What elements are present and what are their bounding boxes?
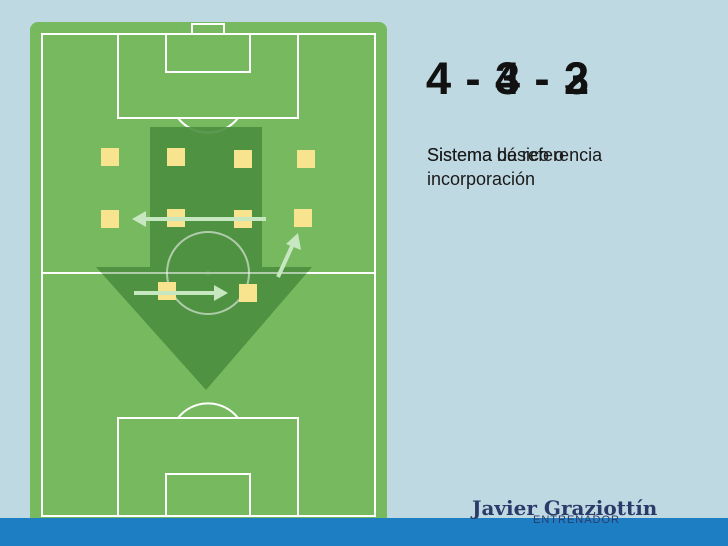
- move-arrow-up: [276, 243, 295, 278]
- player-token: [297, 150, 315, 168]
- footer-bar: [0, 518, 728, 546]
- player-token: [101, 148, 119, 166]
- formation-title-overlay: 4 - 3 - 3: [426, 53, 591, 104]
- attack-direction-arrow: [96, 127, 312, 390]
- bottom-goal-box: [165, 473, 251, 517]
- player-token: [294, 209, 312, 227]
- player-token: [239, 284, 257, 302]
- player-token: [234, 150, 252, 168]
- arrowhead-right-icon: [214, 285, 228, 301]
- formation-title-primary: 4 - 4 - 2: [426, 53, 591, 104]
- top-goal: [191, 23, 225, 35]
- player-token: [101, 210, 119, 228]
- bottom-penalty-arc: [177, 402, 239, 419]
- formation-description-primary: Sistema básico o incorporación: [427, 145, 565, 189]
- movement-arrows: [132, 211, 301, 301]
- football-pitch: [30, 22, 387, 528]
- brand-name: Javier Graziottín: [472, 496, 658, 520]
- arrowhead-up-icon: [286, 233, 301, 250]
- brand-role: ENTRENADOR: [533, 514, 621, 526]
- formation-description-overlay: Sistema de referencia: [427, 145, 603, 165]
- player-token: [167, 148, 185, 166]
- arrowhead-left-icon: [132, 211, 146, 227]
